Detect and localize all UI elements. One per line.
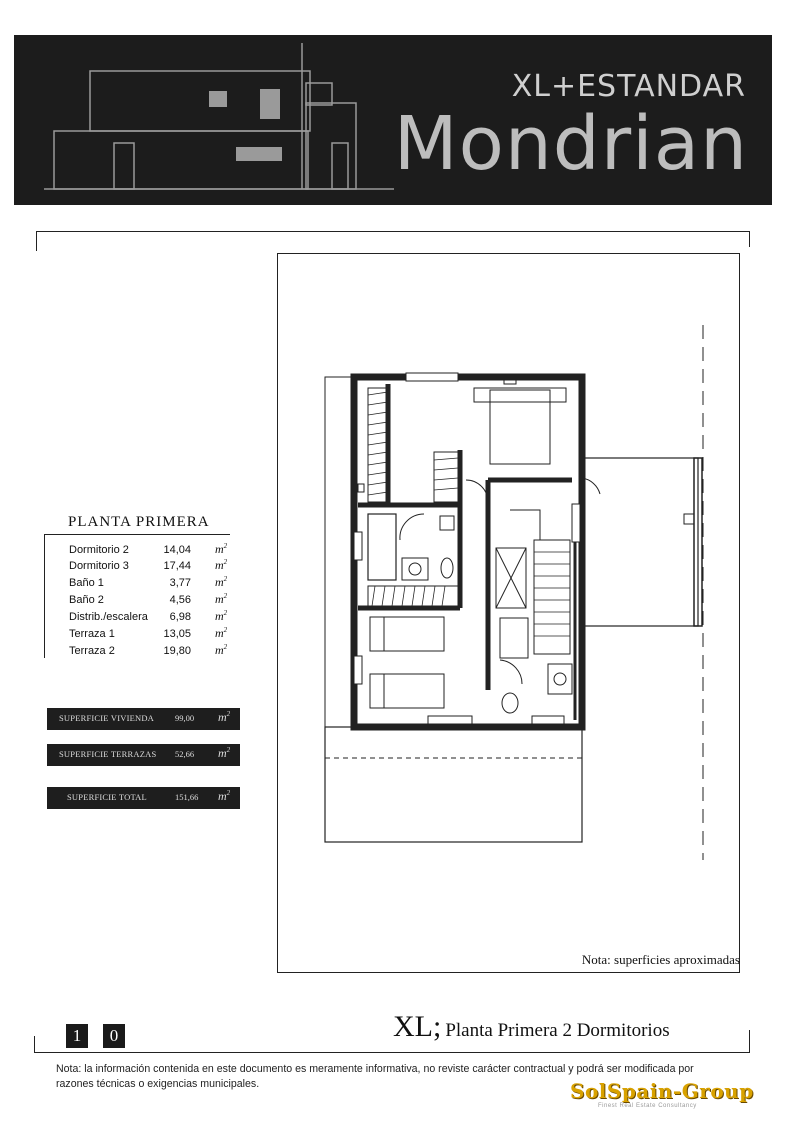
room-row: Terraza 1 13,05 m2 — [69, 626, 239, 643]
summary-box-total: SUPERFICIE TOTAL 151,66 m2 — [47, 787, 240, 809]
area-unit: m2 — [215, 558, 228, 572]
xl-label: XL; — [393, 1010, 442, 1043]
disclaimer-text: Nota: la información contenida en este d… — [56, 1063, 694, 1090]
plan-caption: XL; Planta Primera 2 Dormitorios — [393, 1010, 670, 1044]
summary-unit: m2 — [218, 746, 231, 760]
area-unit: m2 — [215, 592, 228, 606]
room-name: Terraza 2 — [69, 645, 115, 657]
frame-bottom-left-tick — [34, 1036, 35, 1052]
area-unit: m2 — [215, 626, 228, 640]
summary-label: SUPERFICIE TERRAZAS — [59, 749, 157, 759]
summary-box-terrazas: SUPERFICIE TERRAZAS 52,66 m2 — [47, 744, 240, 766]
frame-bottom-rule — [34, 1052, 750, 1053]
frame-top-rule — [36, 231, 750, 232]
plan-label: Planta Primera 2 Dormitorios — [445, 1020, 670, 1041]
room-area: 17,44 — [163, 560, 191, 572]
room-name: Baño 1 — [69, 577, 104, 589]
house-elevation-drawing — [44, 43, 394, 190]
plan-title-rule — [44, 534, 230, 535]
room-row: Baño 2 4,56 m2 — [69, 592, 239, 609]
frame-bottom-right-tick — [749, 1030, 750, 1052]
area-unit: m2 — [215, 575, 228, 589]
model-subtitle: XL+ESTANDAR — [511, 69, 746, 104]
plan-note: Nota: superficies aproximadas — [581, 952, 740, 967]
room-row: Dormitorio 3 17,44 m2 — [69, 558, 239, 575]
summary-unit: m2 — [218, 710, 231, 724]
summary-value: 52,66 — [175, 749, 195, 759]
summary-label: SUPERFICIE VIVIENDA — [59, 713, 155, 723]
summary-value: 99,00 — [175, 713, 195, 723]
room-area: 13,05 — [163, 628, 191, 640]
room-name: Dormitorio 3 — [69, 560, 129, 572]
model-name: Mondrian — [393, 101, 748, 187]
plan-title-tick — [44, 534, 45, 658]
room-name: Terraza 1 — [69, 628, 115, 640]
summary-unit: m2 — [218, 789, 231, 803]
page-number-digit: 1 — [66, 1024, 88, 1048]
floor-plan-frame — [277, 253, 740, 973]
page-number-digit: 0 — [103, 1024, 125, 1048]
room-area: 4,56 — [169, 594, 191, 606]
plan-table-title: PLANTA PRIMERA — [68, 514, 210, 530]
room-row: Distrib./escalera 6,98 m2 — [69, 609, 239, 626]
room-area: 19,80 — [163, 645, 191, 657]
room-area: 14,04 — [163, 544, 191, 556]
area-unit: m2 — [215, 609, 228, 623]
summary-label: SUPERFICIE TOTAL — [67, 792, 147, 802]
area-unit: m2 — [215, 643, 228, 657]
room-area: 3,77 — [169, 577, 191, 589]
brand-logo: SolSpain-Group — [570, 1079, 754, 1103]
area-unit: m2 — [215, 542, 228, 556]
summary-box-vivienda: SUPERFICIE VIVIENDA 99,00 m2 — [47, 708, 240, 730]
room-row: Baño 1 3,77 m2 — [69, 575, 239, 592]
summary-value: 151,66 — [175, 792, 199, 802]
room-name: Baño 2 — [69, 594, 104, 606]
room-row: Terraza 2 19,80 m2 — [69, 643, 239, 660]
room-row: Dormitorio 2 14,04 m2 — [69, 542, 239, 559]
room-area: 6,98 — [169, 611, 191, 623]
brand-tagline: Finest Real Estate Consultancy — [598, 1103, 697, 1109]
frame-top-left-tick — [36, 231, 37, 251]
frame-top-right-tick — [749, 231, 750, 247]
header-banner: XL+ESTANDAR Mondrian — [14, 35, 772, 205]
room-name: Distrib./escalera — [69, 611, 148, 623]
room-name: Dormitorio 2 — [69, 544, 129, 556]
